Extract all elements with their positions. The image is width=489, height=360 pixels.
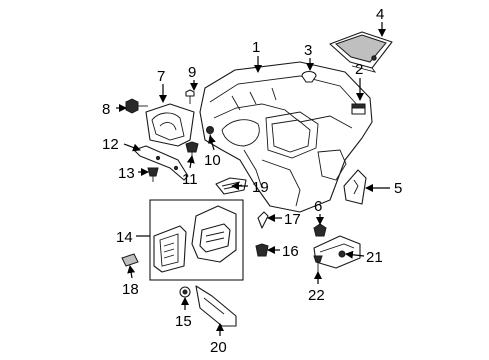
callout-8: 8 [102,101,110,118]
trim-strip [133,145,189,181]
screw-8 [125,98,148,114]
callout-4: 4 [376,6,384,23]
center-stack [153,205,237,273]
callout-5: 5 [394,180,402,197]
callout-13: 13 [118,165,135,182]
leader-11 [186,155,195,169]
clip-18 [121,253,139,267]
callout-2: 2 [355,61,363,78]
bolt-11 [185,141,199,158]
knee-panel [195,285,237,327]
assembly-box-14 [149,199,244,281]
cluster-bezel [145,103,195,147]
bracket [351,103,366,115]
callout-7: 7 [157,68,165,85]
callout-17: 17 [284,211,301,228]
callout-16: 16 [282,243,299,260]
callout-15: 15 [175,313,192,330]
callout-12: 12 [102,136,119,153]
callout-3: 3 [304,42,312,59]
storage-lid [329,31,393,73]
pin-10 [206,126,214,141]
fastener-13 [147,167,159,182]
callout-21: 21 [366,249,383,266]
leader-18 [127,265,136,279]
end-cap [343,169,367,205]
callout-20: 20 [210,339,227,356]
instrument-panel [199,61,373,213]
side-bracket [313,235,361,269]
callout-1: 1 [252,39,260,56]
leader-lines [116,22,390,336]
callout-labels: 1 2 3 4 5 6 7 8 9 10 11 12 13 14 15 16 1… [102,6,402,356]
leader-12 [123,143,141,152]
nut-15 [179,286,191,298]
callout-14: 14 [116,229,133,246]
clip [301,70,317,83]
leader-21 [345,250,365,259]
bolt-6 [313,223,327,237]
callout-11: 11 [182,171,198,188]
bolt-16 [255,243,269,257]
callout-22: 22 [308,287,325,304]
clip-17 [257,211,269,229]
callout-18: 18 [122,281,139,298]
callout-6: 6 [314,198,322,215]
callout-19: 19 [252,179,269,196]
bolt-9 [185,89,195,104]
screw-22 [313,255,323,272]
callout-9: 9 [188,64,196,81]
leader-10 [208,135,216,151]
callout-10: 10 [204,152,221,169]
